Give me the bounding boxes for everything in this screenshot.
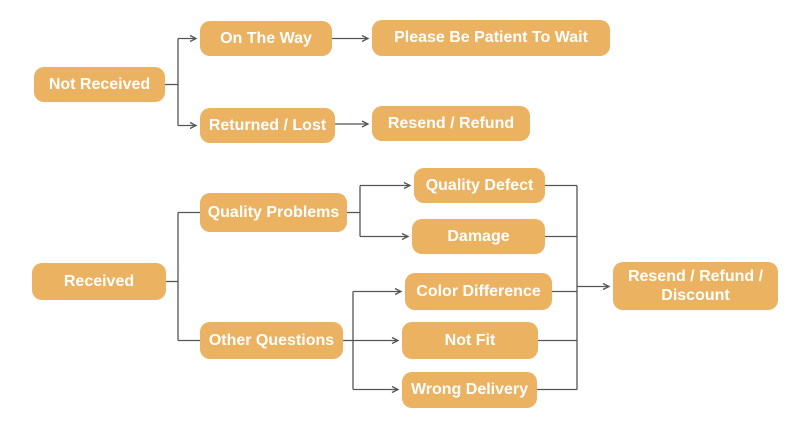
edges-not-received-branch <box>165 34 370 130</box>
node-color-difference: Color Difference <box>405 273 552 310</box>
node-resend-refund-discount: Resend / Refund / Discount <box>613 262 778 310</box>
node-received: Received <box>32 263 166 300</box>
node-not-fit: Not Fit <box>402 322 538 359</box>
node-on-the-way: On The Way <box>200 21 332 56</box>
node-other-questions: Other Questions <box>200 322 343 359</box>
node-damage: Damage <box>412 219 545 254</box>
edges-other-questions <box>342 287 403 394</box>
node-please-be-patient: Please Be Patient To Wait <box>372 20 610 56</box>
node-resend-refund: Resend / Refund <box>372 106 530 141</box>
node-quality-defect: Quality Defect <box>414 168 545 203</box>
edges-received-branch <box>166 211 200 342</box>
edges-merge-resolution <box>537 184 611 391</box>
edges-quality-problems <box>347 181 412 241</box>
node-returned-lost: Returned / Lost <box>200 108 335 143</box>
node-not-received: Not Received <box>34 67 165 102</box>
node-wrong-delivery: Wrong Delivery <box>402 372 537 408</box>
node-quality-problems: Quality Problems <box>200 193 347 232</box>
